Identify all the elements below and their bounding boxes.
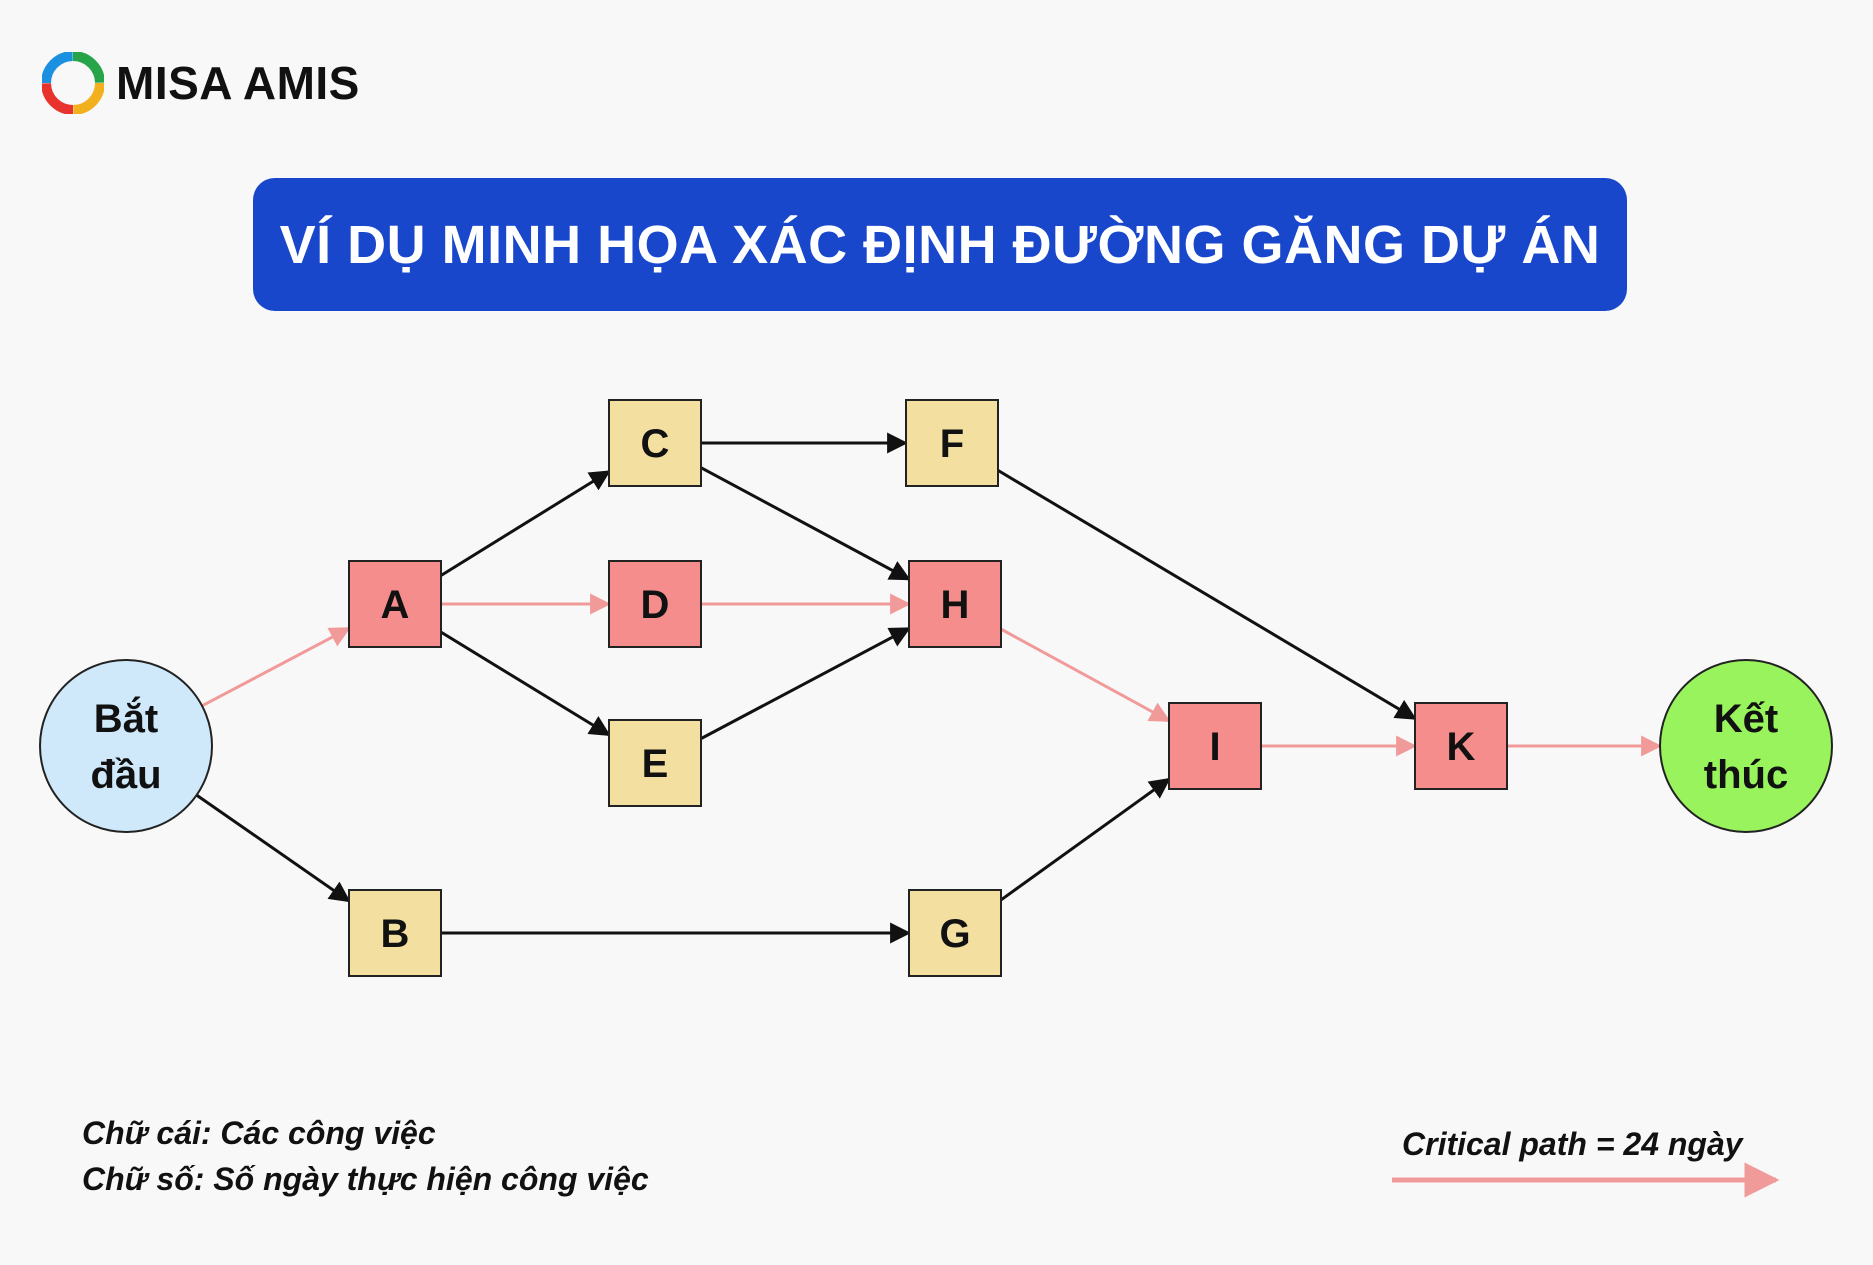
- note-numbers: Chữ số: Số ngày thực hiện công việc: [82, 1161, 649, 1197]
- node-start-label-1: Bắt: [94, 695, 158, 741]
- page-title: VÍ DỤ MINH HỌA XÁC ĐỊNH ĐƯỜNG GĂNG DỰ ÁN: [279, 214, 1601, 275]
- node-e: E: [608, 719, 702, 807]
- node-h: H: [908, 560, 1002, 648]
- node-K-box: [1414, 702, 1508, 790]
- node-f: F: [905, 399, 999, 487]
- edge-A-E: [440, 630, 611, 737]
- edge-E-H: [700, 627, 911, 740]
- node-i: I: [1168, 702, 1262, 790]
- edges-layer: [195, 432, 1663, 944]
- node-A-label: A: [381, 583, 410, 627]
- node-H-box: [908, 560, 1002, 648]
- node-F-label: F: [940, 422, 964, 466]
- edge-F-K: [997, 469, 1417, 720]
- node-end-label-2: thúc: [1704, 753, 1788, 797]
- notes-block: Chữ cái: Các công việc Chữ số: Số ngày t…: [82, 1110, 649, 1202]
- node-I-label: I: [1209, 725, 1220, 769]
- edge-A-C: [440, 470, 611, 577]
- node-c: C: [608, 399, 702, 487]
- edge-start-B: [195, 793, 351, 903]
- edge-H-I: [1000, 627, 1171, 723]
- node-end-circle: [1659, 659, 1833, 833]
- node-start: Bắt đầu: [39, 659, 213, 833]
- nodes-layer: Bắt đầu A B C D E F G H I K Kết thúc: [39, 399, 1833, 977]
- node-G-label: G: [939, 912, 970, 956]
- node-H-label: H: [941, 583, 970, 627]
- node-B-label: B: [381, 912, 410, 956]
- node-end: Kết thúc: [1659, 659, 1833, 833]
- node-d: D: [608, 560, 702, 648]
- edge-G-I: [1000, 777, 1171, 902]
- node-I-box: [1168, 702, 1262, 790]
- node-start-circle: [39, 659, 213, 833]
- misa-logo-icon: [42, 52, 104, 114]
- node-C-box: [608, 399, 702, 487]
- node-b: B: [348, 889, 442, 977]
- legend-critical-path: Critical path = 24 ngày: [1402, 1126, 1743, 1162]
- brand-logo: MISA AMIS: [42, 52, 360, 114]
- node-a: A: [348, 560, 442, 648]
- node-end-label-1: Kết: [1714, 697, 1778, 741]
- node-K-label: K: [1447, 725, 1476, 769]
- node-C-label: C: [641, 422, 670, 466]
- node-g: G: [908, 889, 1002, 977]
- node-E-box: [608, 719, 702, 807]
- node-start-label-2: đầu: [90, 753, 161, 797]
- node-D-label: D: [641, 583, 670, 627]
- node-F-box: [905, 399, 999, 487]
- node-A-box: [348, 560, 442, 648]
- node-k: K: [1414, 702, 1508, 790]
- node-G-box: [908, 889, 1002, 977]
- note-letters: Chữ cái: Các công việc: [82, 1115, 436, 1151]
- node-E-label: E: [642, 742, 669, 786]
- edge-C-H: [700, 466, 911, 581]
- brand-name: MISA AMIS: [116, 57, 360, 109]
- node-D-box: [608, 560, 702, 648]
- edge-start-A: [201, 626, 351, 708]
- title-banner: VÍ DỤ MINH HỌA XÁC ĐỊNH ĐƯỜNG GĂNG DỰ ÁN: [253, 178, 1627, 311]
- node-B-box: [348, 889, 442, 977]
